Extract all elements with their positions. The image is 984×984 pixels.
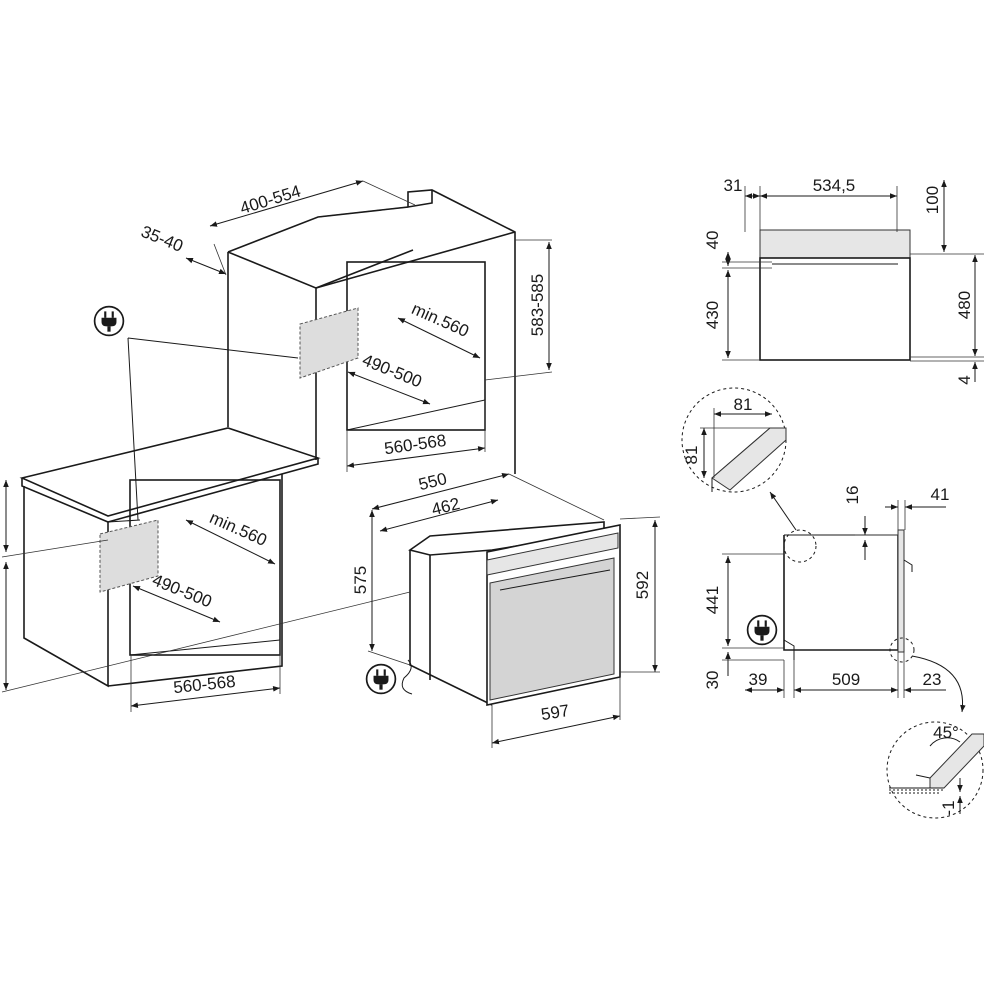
side-view [722,500,966,713]
plug-icon [746,614,778,646]
dim-column-min-depth: min.560 [409,299,472,341]
under-socket-area [99,519,159,593]
oven-isometric [401,521,621,706]
column-cabinet [227,189,516,474]
dim-side-bottom: 30 [703,671,722,690]
column-socket-area [299,307,359,379]
plug-icon [365,663,397,695]
dim-side-front-offset: 23 [923,670,942,689]
dim-column-niche-height: 490-500 [360,350,425,391]
dim-oven-depth-body: 462 [430,494,462,519]
dim-detail-b-angle: 45° [933,723,959,742]
dim-front-panel-height: 40 [703,231,722,250]
dim-detail-a-height: 81 [682,446,701,465]
dim-oven-body-height: 575 [351,566,370,594]
dim-column-height: 583-585 [528,274,547,336]
plug-icon [93,305,125,337]
dim-cabinet-gap: 35-40 [138,222,185,256]
dimension-labels: 400-554 35-40 583-585 min.560 490-500 56… [138,176,974,816]
dim-side-depth: 509 [832,670,860,689]
dim-side-height: 441 [703,586,722,614]
dim-side-rear-offset: 39 [749,670,768,689]
dim-cabinet-depth: 400-554 [238,182,303,218]
dim-under-niche-height: 490-500 [150,570,215,611]
power-cable [401,659,413,695]
dim-front-total-height: 480 [955,291,974,319]
dim-under-min-depth: min.560 [207,508,270,550]
dim-oven-front-height: 592 [633,571,652,599]
dim-detail-b-offset: -1 [939,800,958,815]
detail-b [886,721,984,819]
dim-front-bottom-gap: 4 [955,375,974,384]
dim-front-body-height: 430 [703,301,722,329]
dim-detail-a-width: 81 [734,395,753,414]
detail-a [681,387,797,531]
front-view [722,180,984,382]
dim-top-side-offset: 31 [724,176,743,195]
dim-oven-front-width: 597 [540,701,571,724]
dim-under-niche-width: 560-568 [172,672,236,697]
dim-top-right-height: 100 [923,186,942,214]
dim-side-top-gap: 16 [843,486,862,505]
dim-top-width: 534,5 [813,176,856,195]
dimension-lines [1,180,661,748]
dim-side-door-depth: 41 [931,485,950,504]
oven-control-panel [486,532,619,576]
leader-lines [127,337,299,521]
oven-door [489,557,615,701]
under-counter-cabinet [19,427,321,688]
